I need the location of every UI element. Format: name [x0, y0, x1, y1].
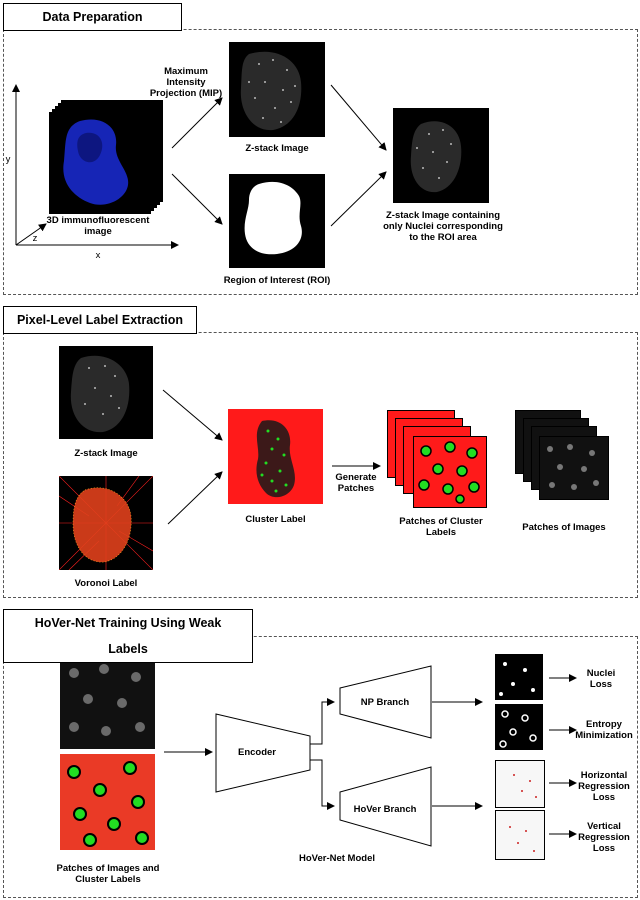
arrow-encoder-to-np	[310, 698, 335, 745]
encoder-label: Encoder	[237, 747, 276, 758]
cluster-patches-stack	[387, 410, 491, 508]
voronoi-label: Voronoi Label	[74, 578, 138, 589]
input-patches-label: Patches of Images and Cluster Labels	[56, 863, 160, 885]
cluster-label-text: Cluster Label	[245, 514, 306, 525]
patches-cluster-label: Patches of Cluster Labels	[399, 516, 483, 538]
roi-image	[229, 174, 325, 268]
arrow-roi-to-result	[330, 171, 387, 227]
result-label: Z-stack Image containing only Nuclei cor…	[383, 210, 503, 243]
image-patches-stack	[515, 410, 615, 500]
arrow-to-roi	[171, 173, 223, 225]
entropy-loss-label: Entropy Minimization	[575, 719, 633, 741]
immuno-label: 3D immunofluorescent image	[46, 215, 150, 237]
input-image-patch	[60, 657, 155, 749]
pl-zstack-label: Z-stack Image	[74, 448, 138, 459]
section-title-pixel-level: Pixel-Level Label Extraction	[3, 306, 197, 334]
np-branch-label: NP Branch	[360, 697, 410, 708]
np-branch-block	[339, 665, 432, 739]
section-title-hovernet: HoVer-Net Training Using Weak Labels	[3, 609, 253, 663]
panel-hovernet	[3, 636, 638, 898]
axis-x-label: x	[95, 250, 101, 261]
section-title-data-preparation: Data Preparation	[3, 3, 182, 31]
axis-z-label: z	[32, 233, 38, 244]
input-cluster-patch	[60, 754, 155, 850]
zstack-image	[229, 42, 325, 137]
output-vertical-map	[495, 810, 545, 860]
output-horizontal-map	[495, 760, 545, 808]
hovernet-model-label: HoVer-Net Model	[298, 853, 375, 864]
roi-label: Region of Interest (ROI)	[223, 275, 331, 286]
output-nuclei-map	[495, 654, 543, 700]
arrow-zstack-to-cluster	[162, 389, 223, 441]
encoder-block	[215, 713, 311, 793]
result-image	[393, 108, 489, 203]
zstack-label: Z-stack Image	[245, 143, 309, 154]
axes-3d	[12, 84, 179, 249]
immuno-stack	[49, 100, 164, 214]
horizontal-loss-label: Horizontal Regression Loss	[578, 770, 630, 803]
hover-branch-block	[339, 766, 432, 847]
voronoi-image	[59, 476, 153, 570]
generate-patches-label: Generate Patches	[335, 472, 377, 494]
arrow-zstack-to-result	[330, 84, 387, 151]
axis-y-label: y	[5, 154, 11, 165]
nuclei-loss-label: Nuclei Loss	[586, 668, 616, 690]
image-patch-front	[539, 436, 609, 500]
pl-zstack-image	[59, 346, 153, 439]
patches-images-label: Patches of Images	[522, 522, 606, 533]
arrow-encoder-to-hover	[310, 759, 335, 810]
arrow-to-zstack	[171, 97, 223, 149]
immuno-front-image	[49, 112, 151, 214]
vertical-loss-label: Vertical Regression Loss	[578, 821, 630, 854]
mip-label: Maximum Intensity Projection (MIP)	[149, 66, 223, 99]
output-entropy-map	[495, 704, 543, 750]
cluster-label-image	[228, 409, 323, 504]
cluster-patch-front	[413, 436, 487, 508]
panel-data-preparation	[3, 29, 638, 295]
panel-pixel-level	[3, 332, 638, 598]
arrow-voronoi-to-cluster	[167, 471, 223, 525]
blue-tissue	[63, 119, 129, 205]
hover-branch-label: HoVer Branch	[353, 804, 417, 815]
